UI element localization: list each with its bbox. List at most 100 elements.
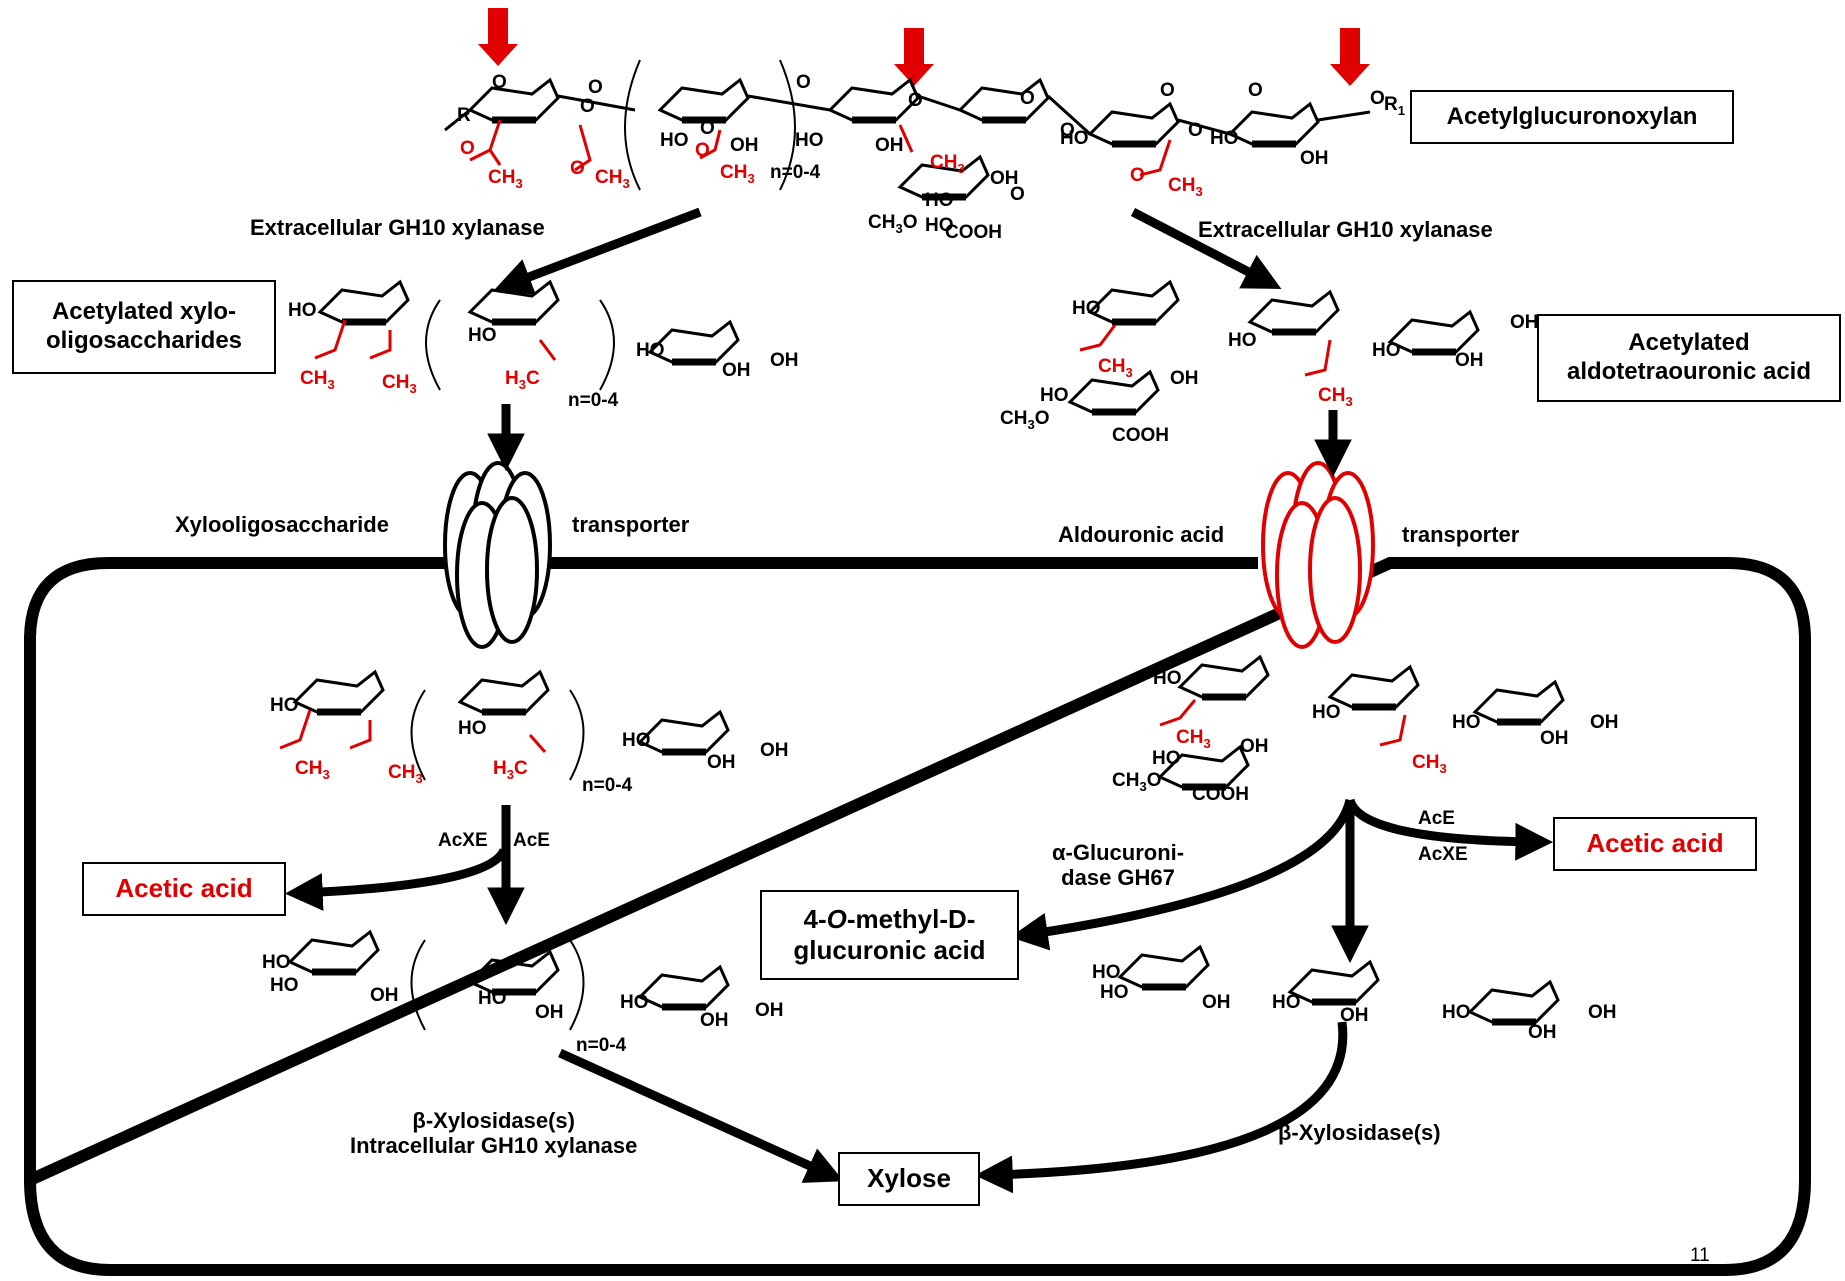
right-oligo-structure: [1070, 282, 1478, 412]
enzyme-label-acxe-right: AcXE: [1418, 844, 1468, 865]
chem-label-ch3: CH3: [1412, 752, 1447, 776]
acetyl-groups: [279, 119, 1407, 753]
cleavage-arrow-2: [894, 28, 934, 86]
chem-label-ch3o: CH3O: [1000, 408, 1050, 432]
aldouronic-acid-label: Aldouronic acid: [1058, 522, 1225, 547]
arrow-right-acetic: [1345, 798, 1554, 861]
right-inside-structure: [1160, 657, 1563, 787]
chem-label-oh: OH: [875, 135, 904, 156]
enzyme-label-ace-right: AcE: [1418, 808, 1455, 829]
arrow-acetic-left: [284, 847, 509, 911]
chem-label-o: O: [588, 77, 603, 98]
chem-label-ho: HO: [1152, 748, 1181, 769]
chem-label-o-red: O: [695, 140, 710, 161]
chem-label-oh: OH: [1240, 736, 1269, 757]
chem-label-o: O: [1060, 120, 1075, 141]
enzyme-label-gh10-left: Extracellular GH10 xylanase: [250, 215, 545, 240]
arrow-top-left: [493, 207, 702, 295]
chem-label-ho: HO: [622, 730, 651, 751]
chem-label-o-red: O: [460, 138, 475, 159]
chem-label-ch3: CH3: [595, 167, 630, 191]
chem-label-cooh: COOH: [1192, 784, 1249, 805]
xylooligosaccharide-label: Xylooligosaccharide: [175, 512, 389, 537]
chem-label-oh: OH: [1300, 148, 1329, 169]
repeat-label: n=0-4: [568, 390, 619, 411]
chem-label-oh: OH: [760, 740, 789, 761]
chem-label-ho: HO: [1060, 128, 1089, 149]
left-inside-structure: [295, 672, 728, 781]
chem-label-oh: OH: [1540, 728, 1569, 749]
chem-label-ch3: CH3: [295, 758, 330, 782]
chem-label-ho: HO: [620, 992, 649, 1013]
arrow-right-xylose: [974, 1021, 1348, 1194]
chem-label-oh: OH: [722, 360, 751, 381]
acetylated-aldotetraouronic-acid-box: Acetylated aldotetraouronic acid: [1537, 314, 1841, 402]
chem-label-cooh: COOH: [945, 222, 1002, 243]
chem-label-ho: HO: [262, 952, 291, 973]
chem-label-o: O: [492, 72, 507, 93]
chem-label-ho: HO: [1228, 330, 1257, 351]
chem-label-oh: OH: [770, 350, 799, 371]
acetic-acid-right-box: Acetic acid: [1553, 817, 1757, 871]
page-number: 11: [1690, 1245, 1710, 1266]
chem-label-ho: HO: [458, 718, 487, 739]
chem-label-ho: HO: [1072, 298, 1101, 319]
chem-label-ho: HO: [1210, 128, 1239, 149]
cleavage-arrow-1: [478, 8, 518, 66]
chem-label-o-red: O: [570, 158, 585, 179]
chem-label-o: O: [1160, 80, 1175, 101]
chem-label-o: O: [580, 96, 595, 117]
chem-label-ho: HO: [660, 130, 689, 151]
chem-label-oh: OH: [1588, 1002, 1617, 1023]
transporter-label-left: transporter: [572, 512, 690, 537]
chem-label-oh: OH: [755, 1000, 784, 1021]
chem-label-r: R: [457, 105, 471, 126]
chem-label-ho: HO: [1100, 982, 1129, 1003]
xylooligosaccharide-transporter: [443, 461, 552, 649]
chem-label-ho: HO: [1092, 962, 1121, 983]
chem-label-ho: HO: [468, 325, 497, 346]
chem-label-oh: OH: [1590, 712, 1619, 733]
chem-label-o-red: O: [1130, 165, 1145, 186]
chem-label-ho: HO: [636, 340, 665, 361]
chem-label-ch3: CH3: [1168, 175, 1203, 199]
chem-label-oh: OH: [1170, 368, 1199, 389]
chem-label-oh: OH: [535, 1002, 564, 1023]
chem-label-ch3o: CH3O: [868, 212, 918, 236]
cleavage-arrows: [478, 8, 1370, 86]
cell-membrane: [23, 557, 1811, 1276]
chem-label-ho: HO: [478, 988, 507, 1009]
arrow-top-right: [1130, 208, 1282, 289]
polymer-structure: [444, 59, 1371, 197]
chem-label-ch3: CH3: [1318, 385, 1353, 409]
enzyme-label-acxe-left: AcXE: [438, 830, 488, 851]
chem-label-o: O: [796, 72, 811, 93]
chem-label-oh: OH: [1528, 1022, 1557, 1043]
chem-label-o: O: [1020, 88, 1035, 109]
chem-label-cooh: COOH: [1112, 425, 1169, 446]
xylosidase-left-label: β-Xylosidase(s) Intracellular GH10 xylan…: [350, 1108, 638, 1159]
chem-label-ho: HO: [270, 975, 299, 996]
chem-label-ho: HO: [288, 300, 317, 321]
methyl-glucuronic-acid-box: 4-O-methyl-D- glucuronic acid: [760, 890, 1019, 980]
left-oligo-structure: [320, 282, 738, 391]
chem-label-oh: OH: [707, 752, 736, 773]
chem-label-ho: HO: [1312, 702, 1341, 723]
chem-label-ch3: CH3: [720, 162, 755, 186]
chem-label-ho: HO: [795, 130, 824, 151]
xylose-box: Xylose: [838, 1152, 980, 1206]
chem-label-ch3: CH3: [488, 167, 523, 191]
transporter-label-right: transporter: [1402, 522, 1520, 547]
right-xylotriose-structure: [1120, 947, 1558, 1022]
chem-label-oh: OH: [1340, 1005, 1369, 1026]
chem-label-r1: R1: [1384, 94, 1405, 118]
arrow-right-methyl: [1010, 798, 1355, 951]
chem-label-ho: HO: [1452, 712, 1481, 733]
acetylglucuronoxylan-box: Acetylglucuronoxylan: [1410, 90, 1734, 144]
chem-label-ch3: CH3: [382, 372, 417, 396]
chem-label-oh: OH: [990, 168, 1019, 189]
chem-label-o: O: [1010, 184, 1025, 205]
chem-label-ho: HO: [1153, 668, 1182, 689]
